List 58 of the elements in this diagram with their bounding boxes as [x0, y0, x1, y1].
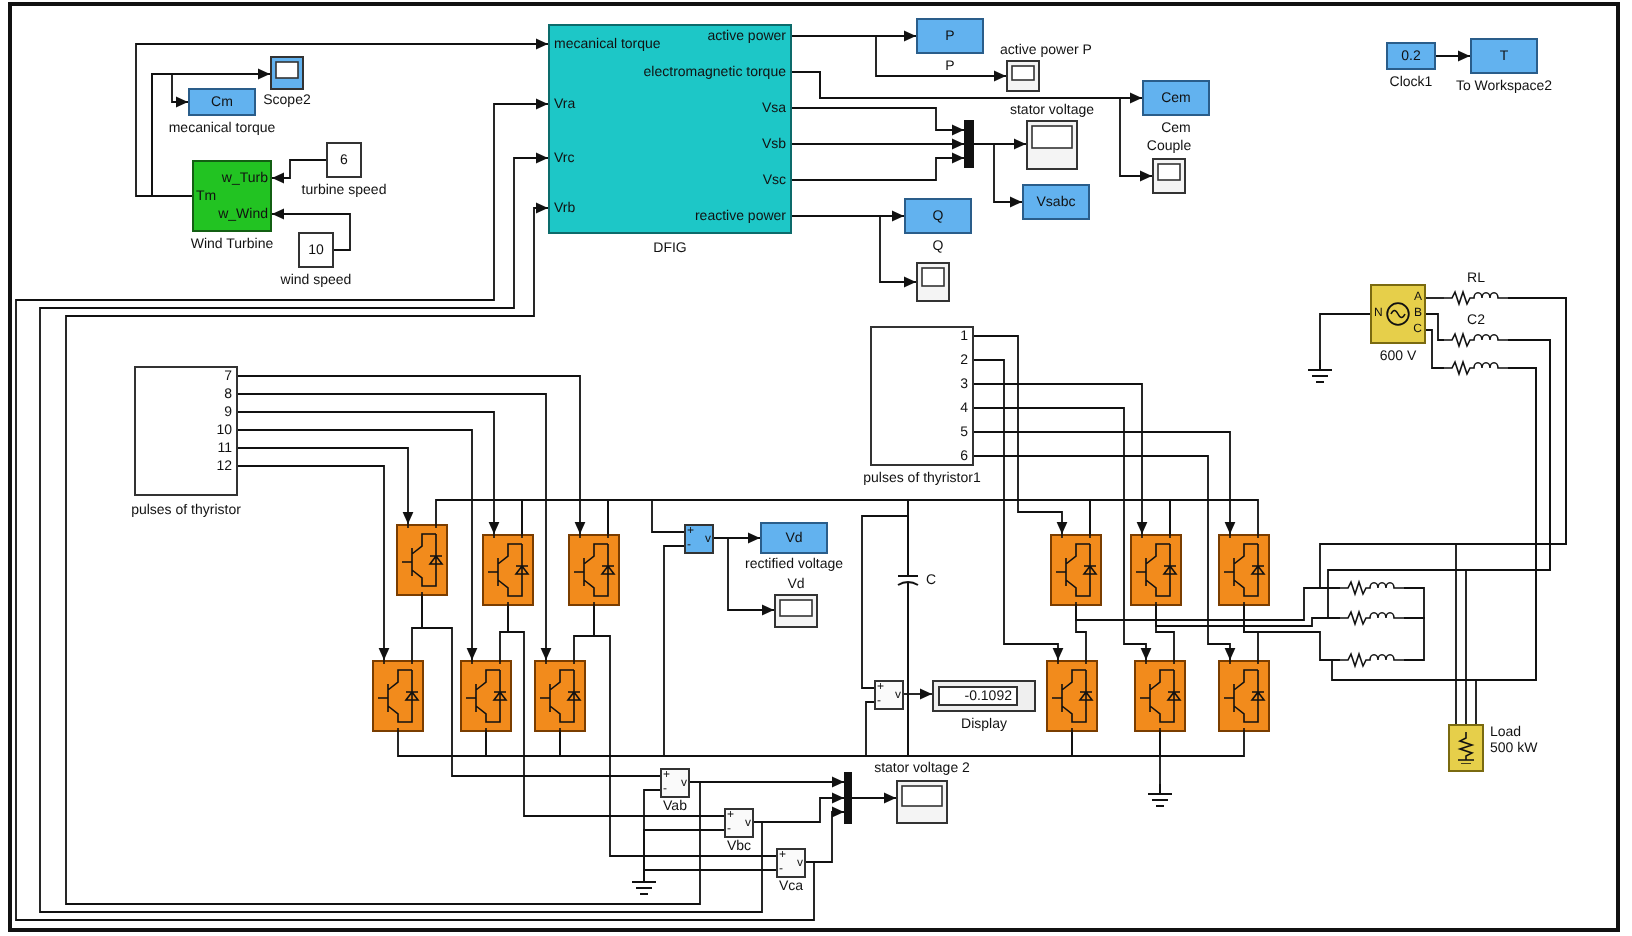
wire	[485, 731, 561, 757]
signal-arrow	[237, 411, 500, 535]
signal-arrow	[15, 98, 815, 921]
wire	[1425, 313, 1445, 341]
signal-arrow	[237, 465, 390, 661]
wire	[861, 515, 909, 689]
signal-arrow	[791, 107, 965, 136]
signal-arrow	[65, 202, 701, 905]
wire	[1071, 731, 1161, 757]
signal-arrow	[791, 215, 917, 288]
signal-arrow	[973, 431, 1236, 535]
wire	[1089, 499, 1171, 535]
signal-arrow	[791, 138, 965, 150]
wire	[907, 499, 1091, 561]
wire	[1403, 587, 1425, 619]
wire	[1159, 731, 1161, 785]
signal-arrow	[791, 71, 1153, 182]
wire	[1155, 605, 1341, 627]
wire	[421, 595, 661, 777]
wire	[1159, 731, 1245, 757]
signal-arrow	[271, 208, 351, 251]
signal-arrow	[903, 688, 933, 700]
signal-arrow	[713, 537, 775, 616]
signal-arrow	[973, 143, 1023, 208]
wire	[643, 869, 777, 873]
signal-arrow	[271, 159, 327, 184]
wire	[1075, 587, 1341, 621]
signal-arrow	[791, 35, 1007, 82]
wire	[643, 829, 725, 873]
signal-arrow	[237, 375, 586, 535]
wire	[907, 599, 1073, 757]
signal-arrow	[973, 455, 1236, 661]
wire	[1403, 617, 1425, 661]
signal-arrow	[237, 447, 414, 525]
signal-arrow	[1435, 50, 1471, 62]
wire	[397, 731, 487, 757]
signal-arrow	[973, 335, 1068, 535]
wire	[1465, 339, 1551, 725]
signal-arrow	[973, 359, 1064, 661]
wire	[1169, 499, 1259, 535]
wire	[593, 605, 777, 857]
signal-arrow	[237, 429, 478, 661]
signal-arrow	[237, 393, 552, 661]
signal-arrow	[135, 38, 549, 197]
signal-arrow	[791, 152, 965, 181]
signal-arrow	[39, 152, 763, 913]
wire	[1425, 297, 1445, 299]
wire	[1475, 367, 1537, 725]
signal-arrow	[851, 792, 897, 804]
wire	[1425, 329, 1445, 369]
signal-arrow	[151, 73, 193, 197]
signal-arrow	[973, 383, 1148, 535]
wire	[1243, 605, 1341, 661]
signal-arrow	[973, 407, 1152, 661]
wire	[507, 605, 725, 817]
wire	[1319, 313, 1371, 361]
wire	[1455, 297, 1567, 725]
wire	[521, 499, 609, 535]
